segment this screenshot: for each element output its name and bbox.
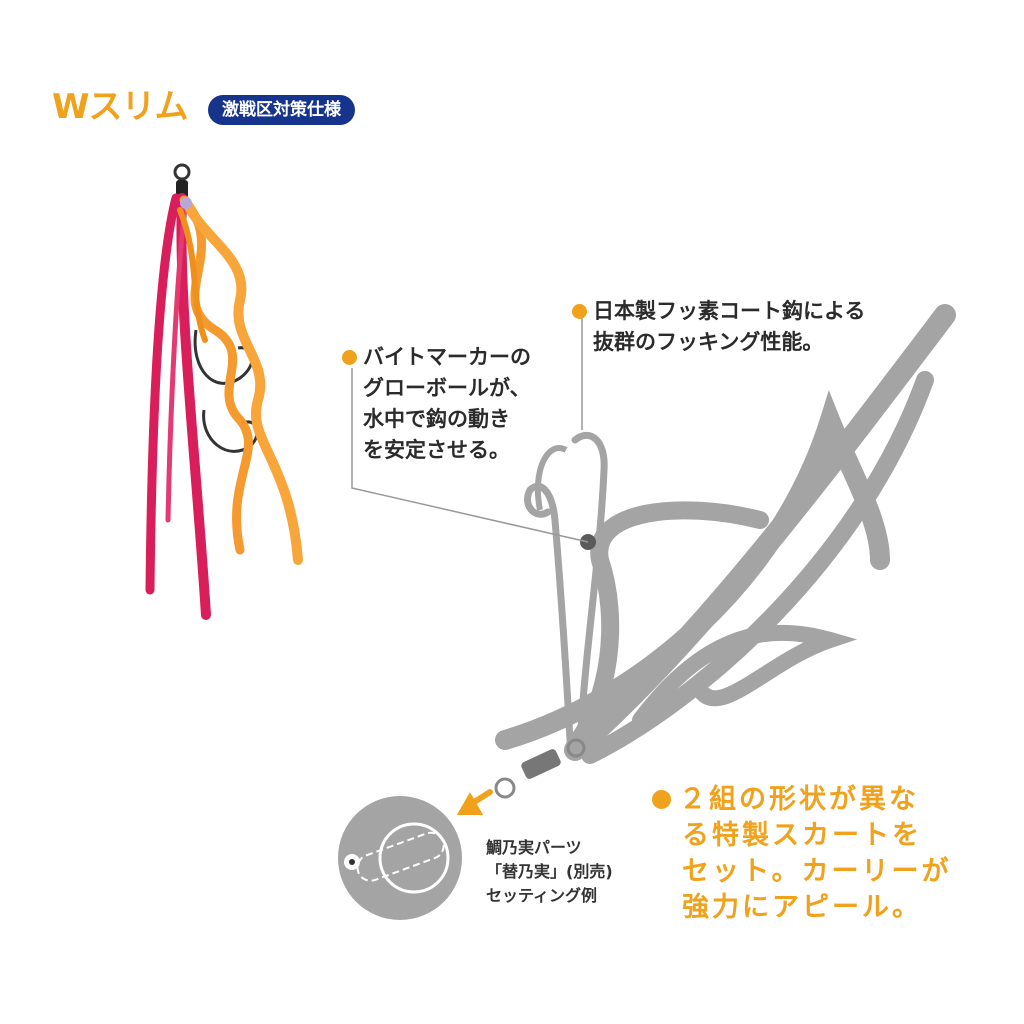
product-title: Wスリム (52, 87, 189, 127)
diagram-head-slot (356, 831, 445, 882)
diagram-bead (566, 738, 586, 758)
dot-bullet-icon (572, 304, 587, 319)
callout-skirt: ２組の形状が異な る特製スカートを セット。カーリーが 強力にアピール。 (652, 782, 951, 926)
diagram-hook (571, 431, 608, 749)
diagram-split-ring (494, 777, 516, 799)
diagram-skirt-strand (632, 624, 858, 728)
diagram-hook (524, 482, 574, 744)
dot-bullet-icon (652, 790, 671, 809)
callout-bite-marker: バイトマーカーの グローボールが、 水中で鈎の動き を安定させる。 (342, 342, 531, 466)
diagram-head-ring (378, 822, 450, 894)
leader-line-bead (351, 368, 589, 543)
dot-bullet-icon (342, 350, 357, 365)
arrow-icon (456, 789, 493, 815)
spec-badge: 激戦区対策仕様 (208, 95, 355, 125)
callout-hook: 日本製フッ素コート鈎による 抜群のフッキング性能。 (572, 296, 865, 358)
diagram-hook (534, 445, 568, 511)
diagram-swivel (521, 749, 561, 779)
parts-note: 鯛乃実パーツ 「替乃実」(別売) セッティング例 (486, 838, 613, 905)
